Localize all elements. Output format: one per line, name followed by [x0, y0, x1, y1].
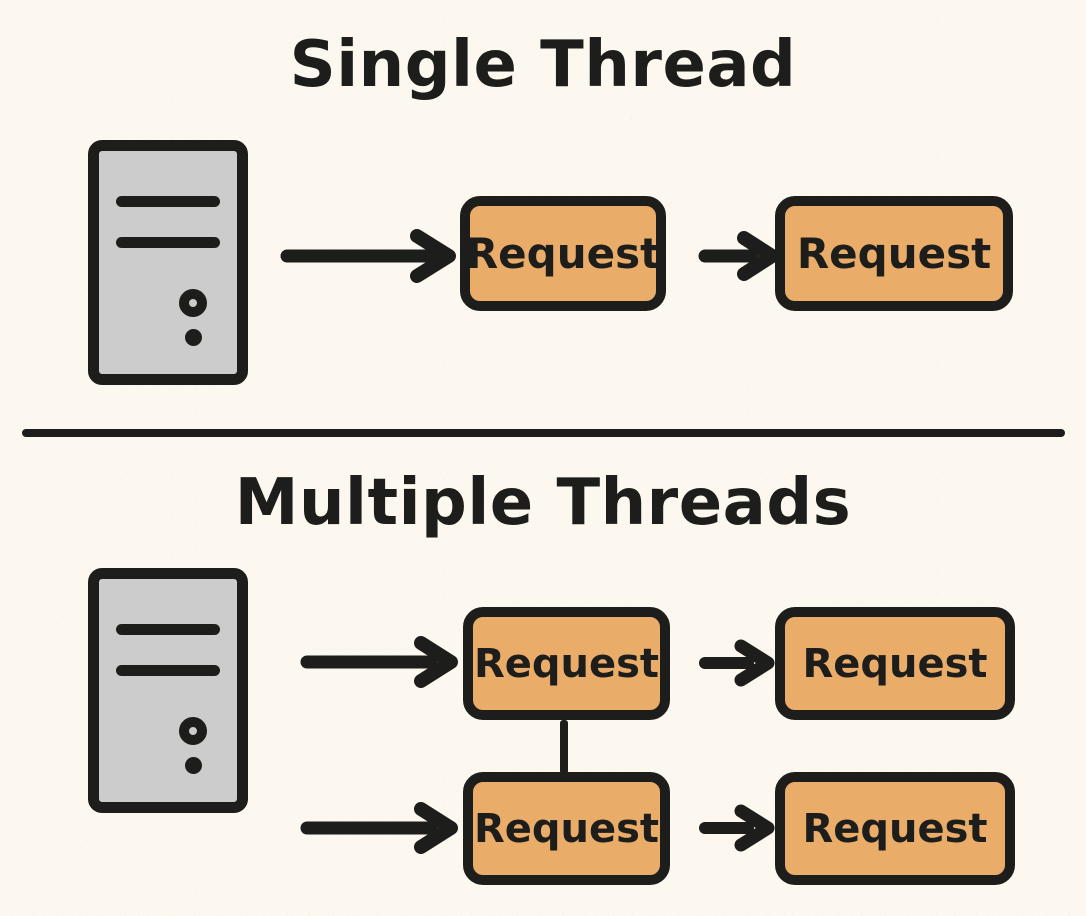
server-tower-icon	[88, 140, 248, 385]
server-slot-icon	[115, 623, 221, 635]
arrow-right-icon	[280, 229, 456, 283]
server-slot-icon	[115, 664, 221, 676]
server-power-ring-icon	[179, 717, 208, 746]
server-power-ring-icon	[179, 289, 208, 318]
thread-connector-line	[560, 720, 568, 774]
server-slot-icon	[115, 236, 221, 248]
server-led-dot-icon	[185, 329, 203, 347]
arrow-right-icon	[300, 636, 458, 688]
server-led-dot-icon	[185, 757, 203, 775]
section-divider	[22, 429, 1065, 437]
server-slot-icon	[115, 195, 221, 207]
arrow-right-icon	[699, 804, 775, 852]
request-box[interactable]: Request	[775, 196, 1013, 311]
arrow-right-icon	[698, 231, 779, 281]
request-box[interactable]: Request	[775, 607, 1015, 720]
request-box-label: Request	[473, 805, 660, 852]
request-box[interactable]: Request	[463, 772, 670, 885]
request-box-label: Request	[796, 229, 992, 278]
arrow-right-icon	[699, 639, 775, 687]
request-box[interactable]: Request	[775, 772, 1015, 885]
server-tower-icon	[88, 568, 248, 813]
request-box[interactable]: Request	[460, 196, 666, 311]
section-title-multiple-threads: Multiple Threads	[234, 466, 852, 540]
request-box-label: Request	[465, 229, 661, 278]
request-box-label: Request	[473, 640, 660, 687]
section-title-single-thread: Single Thread	[289, 28, 797, 102]
request-box-label: Request	[802, 805, 988, 852]
arrow-right-icon	[300, 802, 458, 854]
request-box-label: Request	[802, 640, 988, 687]
request-box[interactable]: Request	[463, 607, 670, 720]
